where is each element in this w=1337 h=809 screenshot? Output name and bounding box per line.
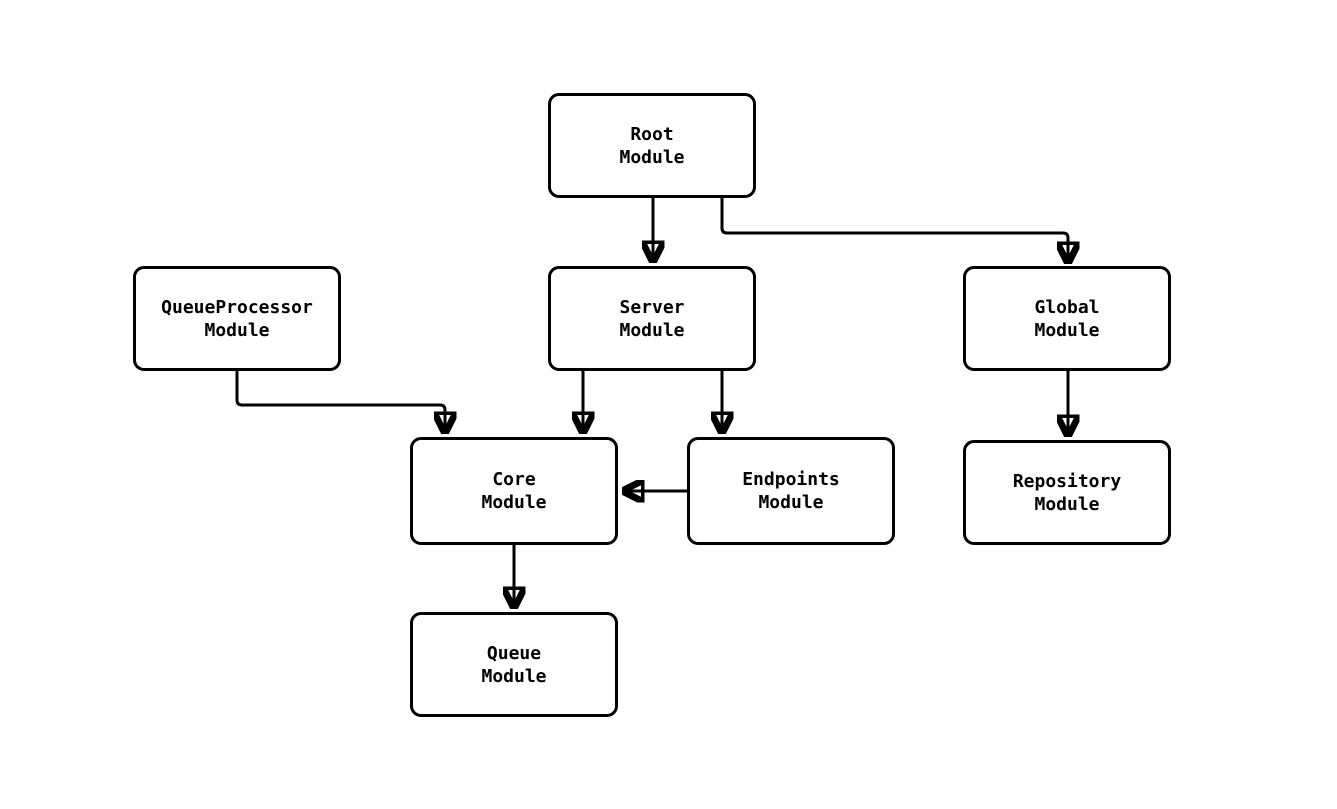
- node-endpoints-line1: Endpoints: [742, 469, 840, 490]
- node-queue-line2: Module: [481, 665, 547, 687]
- node-root-module-label: Root Module: [619, 123, 684, 169]
- node-queueprocessor-line1: QueueProcessor: [161, 296, 313, 318]
- node-core-module-label: Core Module: [481, 468, 546, 514]
- node-repository-line2: Module: [1034, 493, 1100, 515]
- node-queue-line1: Queue: [486, 642, 542, 664]
- edge-queueprocessor-to-core: [235, 371, 445, 433]
- node-global-line2: Module: [1034, 319, 1100, 341]
- node-endpoints-module: Endpoints Module: [687, 437, 895, 545]
- node-server-line1: Server: [619, 296, 685, 318]
- node-endpoints-module-label: Endpoints Module: [742, 468, 840, 514]
- node-queue-module: Queue Module: [410, 612, 618, 717]
- node-core-line1: Core: [492, 469, 536, 490]
- node-global-module: Global Module: [963, 266, 1171, 371]
- node-queue-module-label: Queue Module: [481, 642, 546, 688]
- node-repository-module-label: Repository Module: [1013, 470, 1121, 516]
- node-queueprocessor-line2: Module: [204, 319, 270, 341]
- node-core-line2: Module: [481, 492, 547, 513]
- node-root-line2: Module: [619, 146, 685, 168]
- node-global-line1: Global: [1034, 296, 1100, 318]
- node-repository-line1: Repository: [1012, 470, 1122, 492]
- node-repository-module: Repository Module: [963, 440, 1171, 545]
- node-global-module-label: Global Module: [1034, 296, 1099, 342]
- node-server-module-label: Server Module: [619, 296, 684, 342]
- node-queueprocessor-module: QueueProcessor Module: [133, 266, 341, 371]
- node-queueprocessor-module-label: QueueProcessor Module: [161, 296, 313, 342]
- node-root-line1: Root: [630, 123, 674, 145]
- node-server-line2: Module: [619, 319, 685, 341]
- node-root-module: Root Module: [548, 93, 756, 198]
- node-endpoints-line2: Module: [758, 492, 824, 513]
- node-core-module: Core Module: [410, 437, 618, 545]
- edge-root-to-global: [720, 198, 1068, 263]
- node-server-module: Server Module: [548, 266, 756, 371]
